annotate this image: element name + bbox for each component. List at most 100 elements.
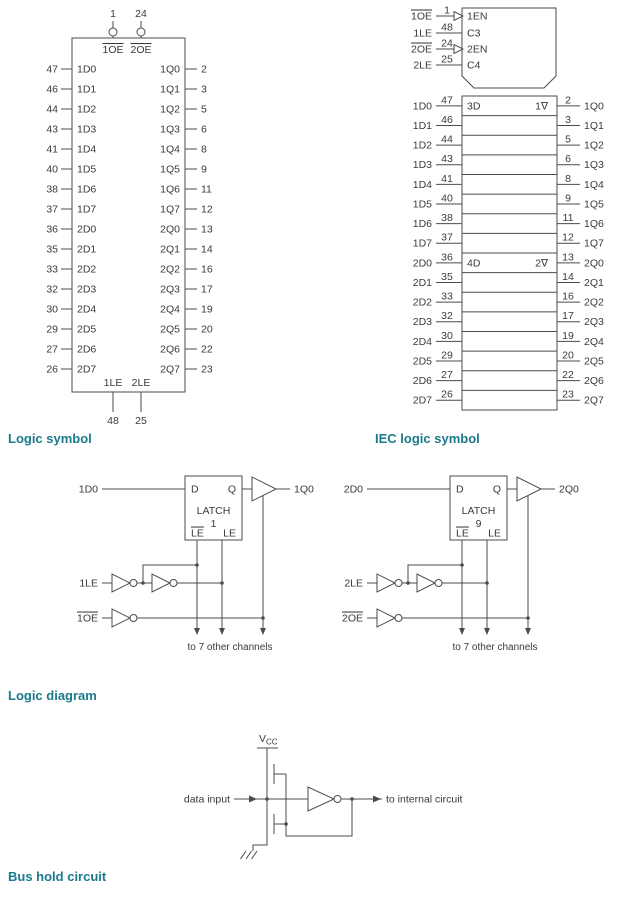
pin-number: 33 xyxy=(441,291,453,303)
d-input-label: 1D6 xyxy=(413,218,432,230)
q-output-label: 1Q0 xyxy=(160,64,180,76)
arrowhead-right xyxy=(373,795,381,803)
d-input-label: 2D4 xyxy=(413,336,432,348)
pin-number: 40 xyxy=(46,164,58,176)
control-input-label: 1OE xyxy=(411,11,432,23)
latch-nle-label: LE xyxy=(456,528,469,540)
control-function-label: C4 xyxy=(467,60,481,72)
inverter xyxy=(111,573,132,593)
vcc-main: V xyxy=(259,733,266,745)
q-output-label: 2Q3 xyxy=(160,284,180,296)
ground-hatch xyxy=(240,850,247,860)
vcc-label: VCC xyxy=(259,733,278,747)
pin-number: 20 xyxy=(562,349,574,361)
arrowhead-right xyxy=(249,795,257,803)
q-output-label: 1Q0 xyxy=(294,484,314,496)
q-output-label: 2Q0 xyxy=(160,224,180,236)
d-input-label: 1D0 xyxy=(77,64,96,76)
arrowhead-down xyxy=(219,628,225,635)
pin-number: 19 xyxy=(201,304,213,316)
inverter xyxy=(111,608,132,628)
pin-number: 35 xyxy=(441,271,453,283)
pin-number: 22 xyxy=(562,369,574,381)
pin-number: 43 xyxy=(441,153,453,165)
latch-d-label: D xyxy=(191,484,199,496)
polarity-indicator xyxy=(453,43,465,55)
latch-number-label: 1 xyxy=(211,518,217,530)
pin-number: 38 xyxy=(441,212,453,224)
le-wire xyxy=(442,540,488,584)
cell-function-label: 4D xyxy=(467,257,481,269)
control-input-label: 2OE xyxy=(411,44,432,56)
d-input-label: 1D2 xyxy=(413,140,432,152)
latch-nle-label: LE xyxy=(191,528,204,540)
pin-number: 5 xyxy=(565,134,571,146)
d-input-label: 2D2 xyxy=(413,297,432,309)
vcc-subscript: CC xyxy=(266,738,278,747)
q-output-label: 1Q7 xyxy=(584,238,604,250)
le-input-label: 1LE xyxy=(104,377,123,389)
pin-number: 33 xyxy=(46,264,58,276)
q-output-label: 2Q4 xyxy=(160,304,180,316)
pin-number: 23 xyxy=(201,364,213,376)
pin-number: 5 xyxy=(201,104,207,116)
pin-number: 12 xyxy=(201,204,213,216)
latch-le-label: LE xyxy=(488,528,501,540)
q-output-label: 1Q1 xyxy=(160,84,180,96)
pin-number: 32 xyxy=(46,284,58,296)
pin-number: 22 xyxy=(201,344,213,356)
q-output-label: 2Q1 xyxy=(584,277,604,289)
arrowhead-down xyxy=(459,628,465,635)
control-function-label: 1EN xyxy=(467,11,487,23)
q-output-label: 1Q6 xyxy=(584,218,604,230)
latch-q-label: Q xyxy=(493,484,501,496)
d-input-label: 1D1 xyxy=(77,84,96,96)
latch-le-label: LE xyxy=(223,528,236,540)
le-input-label: 1LE xyxy=(79,578,98,590)
iec-control-block xyxy=(461,7,557,89)
to-internal-circuit-label: to internal circuit xyxy=(386,794,463,806)
q-output-label: 2Q7 xyxy=(584,395,604,407)
pin-number: 27 xyxy=(46,344,58,356)
q-output-label: 2Q5 xyxy=(584,355,604,367)
pin-number: 47 xyxy=(441,94,453,106)
control-input-label: 1LE xyxy=(413,28,432,40)
other-channels-note: to 7 other channels xyxy=(187,642,272,653)
arrowhead-down xyxy=(484,628,490,635)
d-input-label: 2D3 xyxy=(413,316,432,328)
q-output-label: 2Q1 xyxy=(160,244,180,256)
inverter xyxy=(376,608,397,628)
d-input-label: 2D6 xyxy=(413,375,432,387)
q-output-label: 1Q3 xyxy=(584,159,604,171)
pin-number: 27 xyxy=(441,369,453,381)
tristate-output-indicator: 2∇ xyxy=(535,257,549,269)
le-input-label: 2LE xyxy=(132,377,151,389)
heading-bus-hold-circuit: Bus hold circuit xyxy=(8,869,107,884)
oe-input-label: 2OE xyxy=(130,44,151,56)
d-input-label: 1D1 xyxy=(413,120,432,132)
d-input-label: 1D5 xyxy=(77,164,96,176)
pin-number: 2 xyxy=(565,94,571,106)
q-output-label: 2Q2 xyxy=(584,297,604,309)
pin-number: 30 xyxy=(46,304,58,316)
pin-number: 8 xyxy=(565,173,571,185)
pin-number: 9 xyxy=(565,192,571,204)
q-output-label: 1Q7 xyxy=(160,204,180,216)
q-output-label: 2Q7 xyxy=(160,364,180,376)
inverter-bubble xyxy=(394,579,403,587)
pin-number: 37 xyxy=(46,204,58,216)
nle-wire xyxy=(142,564,197,583)
inverter xyxy=(416,573,437,593)
arrowhead-down xyxy=(525,628,531,635)
bottom-pin-number: 25 xyxy=(135,415,147,427)
bottom-pin-number: 48 xyxy=(107,415,119,427)
latch-number-label: 9 xyxy=(476,518,482,530)
latch-d-label: D xyxy=(456,484,464,496)
q-output-label: 2Q4 xyxy=(584,336,604,348)
pin-number: 47 xyxy=(46,64,58,76)
pin-number: 25 xyxy=(441,54,453,66)
pin-number: 8 xyxy=(201,144,207,156)
pin-number: 12 xyxy=(562,232,574,244)
